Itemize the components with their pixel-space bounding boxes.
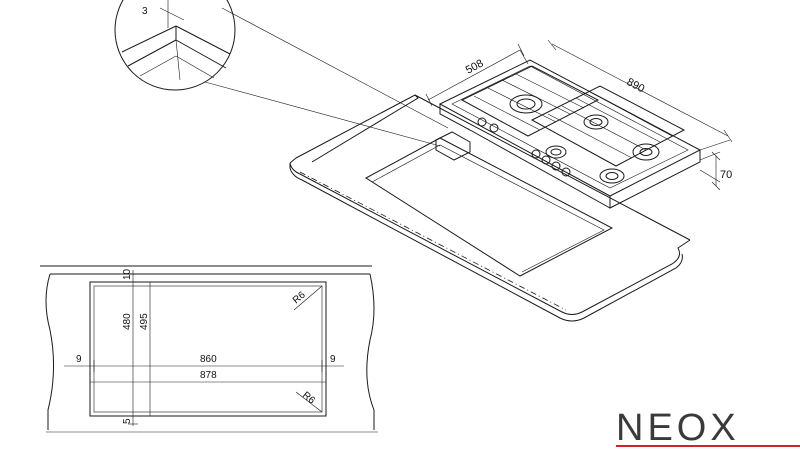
detail-magnifier: 3 <box>114 0 449 147</box>
cutout-inner-width: 860 <box>200 354 217 365</box>
cutout-right-margin: 9 <box>330 354 336 365</box>
cutout-outer-height: 495 <box>139 313 150 330</box>
cutout-radius-bottom: R6 <box>300 390 317 407</box>
detail-leader-bottom <box>204 81 441 147</box>
plan-break-right <box>366 273 375 430</box>
cutout-outer-rect <box>89 281 327 417</box>
brand-logo-text: NEOX <box>616 407 740 449</box>
gas-hob <box>438 59 702 209</box>
cutout-inner-height: 480 <box>122 313 133 330</box>
hob-depth-label: 508 <box>464 57 486 76</box>
brand-logo: NEOX <box>616 407 800 449</box>
hob-knobs <box>477 117 571 177</box>
detail-circle <box>114 0 236 91</box>
burner-small <box>545 145 567 159</box>
cutout-top-margin: 10 <box>122 268 133 280</box>
hob-top-frame <box>438 59 702 197</box>
cutout-plan: 10 480 495 9 860 9 878 5 R6 R6 <box>40 265 378 433</box>
hob-width-label: 890 <box>625 76 647 95</box>
burner-medium <box>583 114 609 130</box>
burner-rapid <box>599 168 625 184</box>
countertop-cutout <box>365 137 614 277</box>
cutout-inner-rect <box>93 285 323 413</box>
burner-large <box>509 94 543 114</box>
cutout-radius-top: R6 <box>291 289 308 306</box>
cutout-outer-width: 878 <box>200 370 217 381</box>
hob-height-label: 70 <box>720 169 732 181</box>
hob-dimensions: 508 890 70 <box>425 39 732 191</box>
burner-medium-2 <box>632 143 660 161</box>
cutout-bottom-margin: 5 <box>122 418 133 424</box>
hob-grates <box>460 65 686 167</box>
cutout-left-margin: 9 <box>76 354 82 365</box>
hob-burners <box>509 94 660 184</box>
countertop-front-centerline <box>299 171 567 311</box>
plan-break-left <box>45 273 55 430</box>
detail-dimension-3: 3 <box>142 6 148 17</box>
countertop <box>289 94 691 322</box>
detail-leader-top <box>221 7 449 129</box>
